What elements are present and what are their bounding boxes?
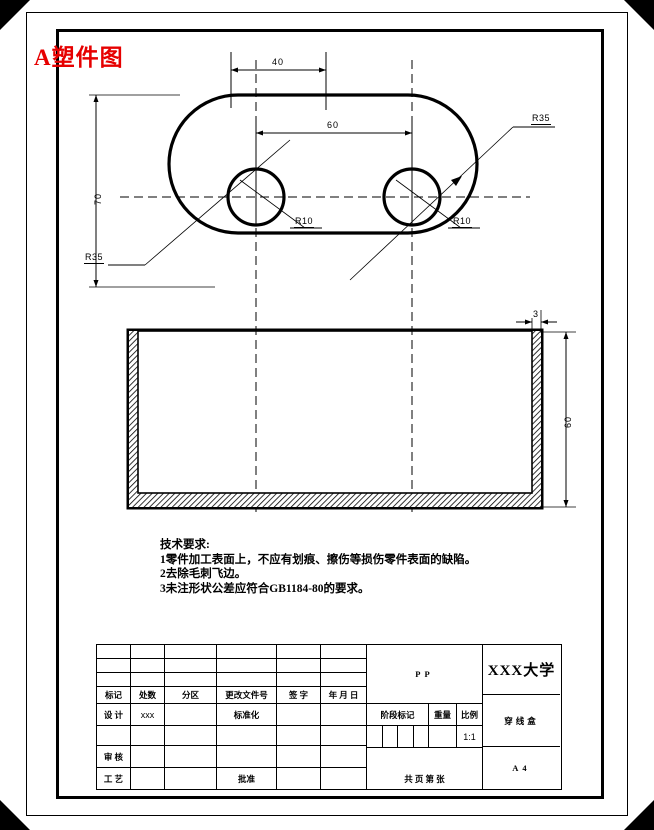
rev-blank-r1c6 (321, 645, 367, 659)
stage-marker-label: 阶段标记 (367, 704, 429, 726)
stage-cell-4 (414, 726, 429, 748)
rev-header-chushu: 处数 (131, 687, 165, 704)
rev-blank-r3c4 (217, 673, 277, 687)
tech-req-item-1: 1零件加工表面上，不应有划痕、擦伤等损伤零件表面的缺陷。 (160, 553, 477, 566)
title-block: 标记 处数 分区 更改文件号 签 字 年 月 日 设 计 xxx 标准化 审 核… (96, 644, 562, 790)
part-name: 穿线盒 (483, 695, 560, 747)
drawing-title: A塑件图 (34, 45, 124, 70)
rev-header-nianyueri: 年 月 日 (321, 687, 367, 704)
label-r35-top-right: R35 (531, 113, 552, 125)
sheet-inner-frame (56, 29, 604, 799)
sheet-size: A4 (512, 763, 531, 773)
corner-mark-top-left (0, 0, 30, 30)
material-value: PP (367, 645, 483, 704)
rev-blank-r3c1 (97, 673, 131, 687)
rev-header-genggaiwenjianhao: 更改文件号 (217, 687, 277, 704)
rev-blank-r2c4 (217, 659, 277, 673)
role-date-gongyi (165, 768, 217, 789)
role-date-shenhe (165, 746, 217, 768)
dim-width-40: 40 (272, 57, 285, 67)
rev-blank-r2c1 (97, 659, 131, 673)
scale-value: 1:1 (457, 726, 483, 748)
role-label-gongyi: 工 艺 (97, 768, 131, 789)
role-value-blank (131, 726, 165, 746)
label-r10-left-hole: R10 (294, 216, 315, 228)
approval-date (321, 768, 367, 789)
rev-blank-r2c5 (277, 659, 321, 673)
role-date-blank (165, 726, 217, 746)
rev-blank-r1c2 (131, 645, 165, 659)
dim-hole-spacing-60: 60 (327, 120, 340, 130)
stage-cell-1 (367, 726, 383, 748)
corner-mark-bottom-right (624, 800, 654, 830)
standardization-date (321, 704, 367, 726)
tech-req-item-2: 2去除毛刺飞边。 (160, 568, 247, 580)
scale-label: 比例 (457, 704, 483, 726)
label-r35-bottom-left: R35 (84, 252, 105, 264)
technical-requirements: 技术要求: 1零件加工表面上，不应有划痕、擦伤等损伤零件表面的缺陷。 2去除毛刺… (160, 538, 476, 596)
corner-mark-bottom-left (0, 800, 30, 830)
standardization-sign (277, 704, 321, 726)
stage-cell-3 (398, 726, 414, 748)
blankrow-c6 (321, 726, 367, 746)
rev-blank-r3c6 (321, 673, 367, 687)
sheet-count-text: 共 页 第 张 (367, 748, 483, 789)
role-value-gongyi (131, 768, 165, 789)
role-label-blank (97, 726, 131, 746)
rev-blank-r2c2 (131, 659, 165, 673)
blankrow-c5 (277, 726, 321, 746)
rev-blank-r3c2 (131, 673, 165, 687)
weight-value (429, 726, 457, 748)
tech-req-heading: 技术要求: (160, 539, 210, 551)
standardization-label: 标准化 (217, 704, 277, 726)
rev-header-fenqu: 分区 (165, 687, 217, 704)
weight-label: 重量 (429, 704, 457, 726)
rev-blank-r3c5 (277, 673, 321, 687)
rev-blank-r1c4 (217, 645, 277, 659)
approval-sign (277, 768, 321, 789)
shenhe-c6 (321, 746, 367, 768)
rev-blank-r1c1 (97, 645, 131, 659)
role-label-sheji: 设 计 (97, 704, 131, 726)
dim-wall-thickness-3: 3 (533, 309, 540, 319)
label-r10-right-hole: R10 (452, 216, 473, 228)
tech-req-item-3: 3未注形状公差应符合GB1184-80的要求。 (160, 582, 370, 595)
dim-height-70: 70 (93, 192, 103, 205)
shenhe-c4 (217, 746, 277, 768)
rev-blank-r2c3 (165, 659, 217, 673)
institution-name: XXX大学 (483, 645, 560, 695)
rev-blank-r1c3 (165, 645, 217, 659)
role-label-shenhe: 审 核 (97, 746, 131, 768)
rev-header-qianzi: 签 字 (277, 687, 321, 704)
rev-blank-r3c3 (165, 673, 217, 687)
rev-blank-r2c6 (321, 659, 367, 673)
rev-blank-r1c5 (277, 645, 321, 659)
blankrow-c4 (217, 726, 277, 746)
stage-cell-2 (383, 726, 398, 748)
corner-mark-top-right (624, 0, 654, 30)
role-value-sheji: xxx (131, 704, 165, 726)
role-date-sheji (165, 704, 217, 726)
sheet-outer-frame (26, 12, 628, 816)
dim-depth-60: 60 (563, 415, 573, 428)
rev-header-biaoji: 标记 (97, 687, 131, 704)
approval-label: 批准 (217, 768, 277, 789)
shenhe-c5 (277, 746, 321, 768)
role-value-shenhe (131, 746, 165, 768)
